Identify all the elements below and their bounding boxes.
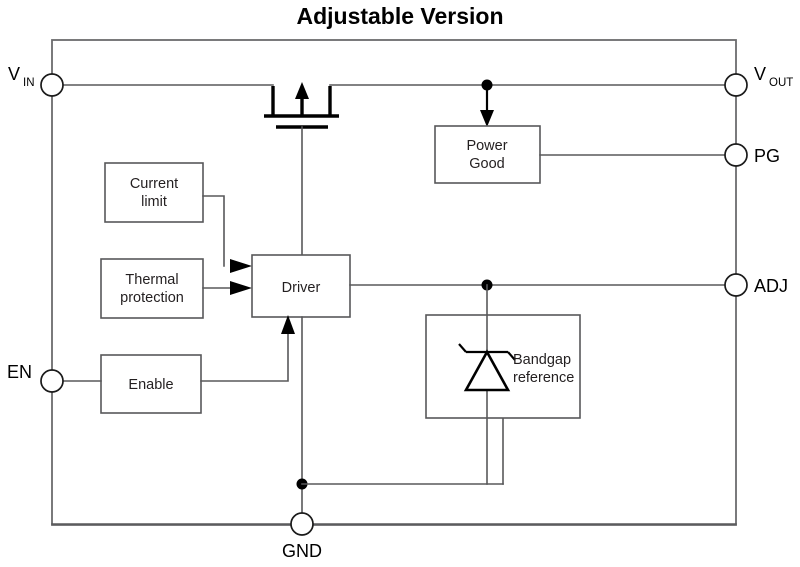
- pin-vin-label: V: [8, 64, 20, 84]
- label-bandgap-line2: reference: [513, 370, 574, 386]
- pin-adj[interactable]: [724, 273, 748, 297]
- pin-vin[interactable]: [40, 73, 64, 97]
- block-thermal-protection[interactable]: [100, 258, 204, 319]
- zener-cathode-bend-right-icon: [507, 351, 516, 361]
- pin-en-label: EN: [7, 362, 32, 382]
- block-bandgap-reference[interactable]: [425, 314, 581, 419]
- driver-input-arrow-thermal-icon: [230, 281, 252, 295]
- block-power-good[interactable]: [434, 125, 541, 184]
- block-power-good-line1: Power: [466, 138, 507, 154]
- zener-triangle-icon: [463, 349, 511, 392]
- block-power-good-line2: Good: [469, 156, 504, 172]
- pin-vin-subscript: IN: [23, 77, 35, 89]
- pin-en[interactable]: [40, 369, 64, 393]
- wire-enable-to-driver: [200, 329, 289, 382]
- wire-currentlimit-to-driver: [202, 195, 225, 267]
- pin-pg[interactable]: [724, 143, 748, 167]
- pin-gnd[interactable]: [290, 512, 314, 536]
- mosfet-arrow-icon: [295, 82, 309, 99]
- powergood-input-arrow-icon: [480, 110, 494, 127]
- driver-input-arrow-enable-icon: [281, 315, 295, 334]
- block-current-limit-line1: Current: [130, 176, 178, 192]
- block-current-limit[interactable]: [104, 162, 204, 223]
- block-driver[interactable]: [251, 254, 351, 318]
- pin-pg-label: PG: [754, 146, 780, 166]
- block-enable-label: Enable: [128, 377, 173, 393]
- page-title: Adjustable Version: [296, 3, 503, 29]
- pin-gnd-label: GND: [282, 541, 322, 561]
- pin-adj-label: ADJ: [754, 276, 788, 296]
- pin-vout-label: V: [754, 64, 766, 84]
- pin-vout[interactable]: [724, 73, 748, 97]
- zener-cathode-bend-left-icon: [458, 343, 467, 353]
- block-driver-label: Driver: [282, 280, 321, 296]
- driver-input-arrow-currentlimit-icon: [230, 259, 252, 273]
- block-enable[interactable]: [100, 354, 202, 414]
- block-thermal-line2: protection: [120, 290, 184, 306]
- block-current-limit-line2: limit: [141, 194, 167, 210]
- label-bandgap-line1: Bandgap: [513, 352, 571, 368]
- block-thermal-line1: Thermal: [125, 272, 178, 288]
- pin-vout-subscript: OUT: [769, 77, 793, 89]
